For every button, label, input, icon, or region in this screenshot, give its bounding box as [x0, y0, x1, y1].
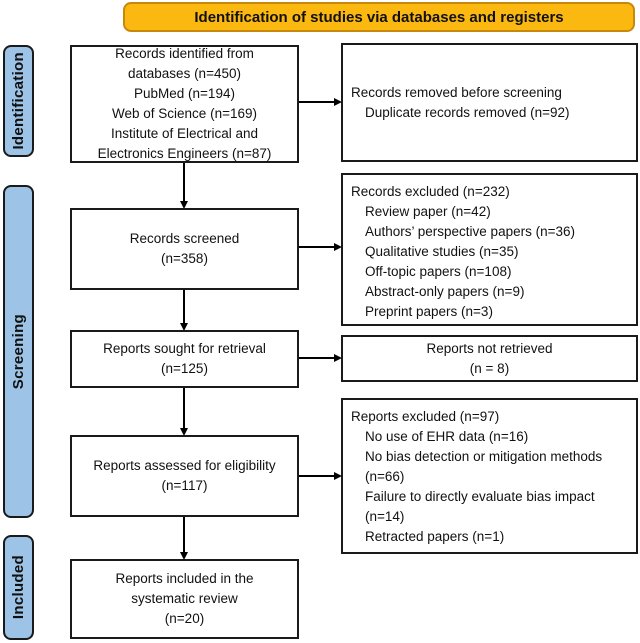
- box-line: (n = 8): [469, 360, 510, 376]
- diagram-title-banner: Identification of studies via databases …: [123, 2, 635, 32]
- box-line: databases (n=450): [128, 66, 241, 81]
- reports-not-retrieved-box: Reports not retrieved (n = 8): [341, 335, 638, 382]
- stage-label-screening: Screening: [3, 185, 34, 518]
- box-line: Retracted papers (n=1): [365, 529, 505, 544]
- box-line: Records excluded (n=232): [351, 184, 510, 199]
- box-line: Records removed before screening: [351, 84, 562, 100]
- box-line: Electronics Engineers (n=87): [97, 146, 272, 161]
- box-line: Records screened: [129, 231, 240, 246]
- box-line: Review paper (n=42): [365, 204, 491, 219]
- box-line: Reports sought for retrieval: [103, 341, 266, 356]
- box-line: PubMed (n=194): [134, 86, 235, 101]
- box-line: (n=20): [164, 611, 205, 626]
- stage-label-included: Included: [3, 535, 34, 640]
- arrow-identified-to-screened: [179, 163, 188, 209]
- box-line: No bias detection or mitigation methods …: [365, 449, 603, 484]
- arrow-identified-to-removed: [299, 97, 342, 106]
- diagram-title: Identification of studies via databases …: [194, 8, 564, 26]
- box-line: Reports included in the: [115, 571, 254, 586]
- box-line: Web of Science (n=169): [112, 106, 257, 121]
- reports-excluded-box: Reports excluded (n=97) No use of EHR da…: [341, 398, 638, 554]
- box-line: Failure to directly evaluate bias impact…: [365, 489, 595, 524]
- box-line: No use of EHR data (n=16): [365, 429, 529, 444]
- stage-label-identification: Identification: [3, 45, 34, 157]
- stage-label-screening-text: Screening: [10, 313, 27, 390]
- box-line: (n=125): [161, 361, 208, 376]
- box-line: Reports excluded (n=97): [351, 409, 500, 424]
- arrow-sought-to-assessed: [179, 388, 188, 436]
- records-screened-box: Records screened (n=358): [70, 208, 299, 290]
- arrow-sought-to-not-retrieved: [299, 353, 342, 362]
- reports-sought-box: Reports sought for retrieval (n=125): [70, 330, 299, 388]
- box-line: Reports assessed for eligibility: [93, 458, 276, 473]
- box-line: Preprint papers (n=3): [365, 304, 493, 319]
- records-excluded-box: Records excluded (n=232) Review paper (n…: [341, 173, 638, 326]
- box-line: Abstract-only papers (n=9): [365, 284, 525, 299]
- arrow-assessed-to-included: [179, 517, 188, 560]
- arrow-assessed-to-excluded: [299, 471, 342, 480]
- arrow-screened-to-sought: [179, 290, 188, 331]
- stage-label-included-text: Included: [10, 555, 27, 620]
- box-line: (n=358): [161, 251, 208, 266]
- box-line: Off-topic papers (n=108): [365, 264, 512, 279]
- stage-label-identification-text: Identification: [10, 52, 27, 150]
- box-line: Reports not retrieved: [426, 340, 553, 356]
- reports-assessed-box: Reports assessed for eligibility (n=117): [70, 435, 299, 517]
- box-line: Duplicate records removed (n=92): [365, 104, 570, 120]
- box-line: Records identified from: [115, 46, 254, 61]
- box-line: systematic review: [131, 591, 238, 606]
- records-identified-box: Records identified from databases (n=450…: [70, 45, 299, 163]
- box-line: Authors’ perspective papers (n=36): [365, 224, 575, 239]
- box-line: (n=117): [161, 478, 208, 493]
- arrow-screened-to-excluded: [299, 242, 342, 251]
- reports-included-box: Reports included in the systematic revie…: [70, 559, 299, 639]
- box-line: Institute of Electrical and: [110, 126, 259, 141]
- records-removed-box: Records removed before screening Duplica…: [341, 43, 638, 162]
- box-line: Qualitative studies (n=35): [365, 244, 519, 259]
